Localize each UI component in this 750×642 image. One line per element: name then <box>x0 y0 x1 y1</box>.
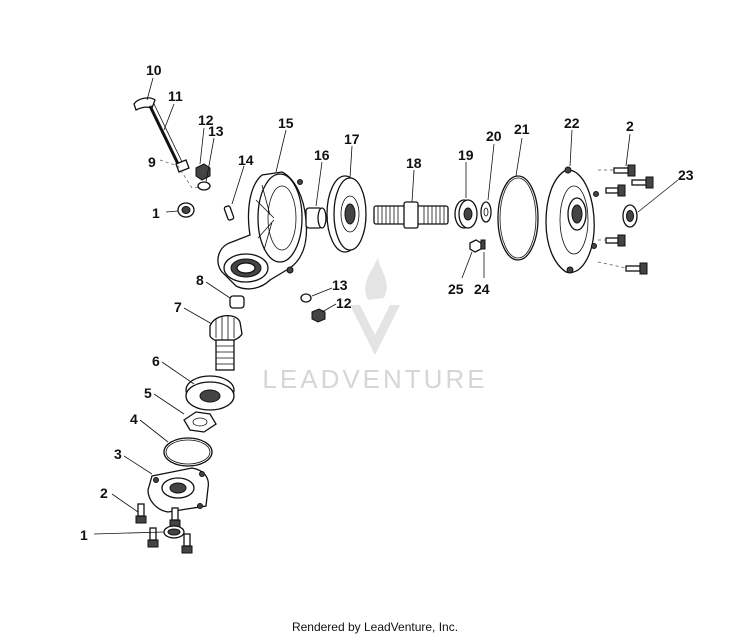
part-seal-upper <box>177 202 195 218</box>
callout-label: 16 <box>314 147 330 163</box>
callout-label: 24 <box>474 281 490 297</box>
callout-label: 2 <box>100 485 108 501</box>
callout-label: 13 <box>332 277 348 293</box>
callout-label: 12 <box>336 295 352 311</box>
callout-label: 6 <box>152 353 160 369</box>
part-drain-plug-top <box>195 163 211 191</box>
callout-label: 1 <box>80 527 88 543</box>
render-credit: Rendered by LeadVenture, Inc. <box>291 620 459 634</box>
callout-label: 4 <box>130 411 138 427</box>
callout-label: 15 <box>278 115 294 131</box>
callout-label: 25 <box>448 281 464 297</box>
part-o-ring-large <box>497 175 539 261</box>
part-small-pin <box>480 239 486 250</box>
callout-label: 21 <box>514 121 530 137</box>
part-dipstick <box>133 97 190 173</box>
callout-label: 12 <box>198 112 214 128</box>
part-drain-plug-middle <box>300 293 326 323</box>
callout-label: 7 <box>174 299 182 315</box>
part-side-cover <box>545 166 599 274</box>
callout-label: 13 <box>208 123 224 139</box>
watermark-logo: LEADVENTURE <box>262 258 487 394</box>
part-bearing-cup <box>229 295 245 309</box>
callout-label: 11 <box>168 88 183 104</box>
callout-label: 1 <box>152 205 160 221</box>
callout-label: 14 <box>238 152 254 168</box>
part-bearing-lower <box>185 375 235 411</box>
part-bushing <box>305 207 327 229</box>
part-splined-shaft <box>373 201 449 229</box>
part-seal-right <box>622 204 638 228</box>
part-bolts-bottom <box>135 503 193 554</box>
callout-label: 17 <box>344 131 360 147</box>
callout-label: 5 <box>144 385 152 401</box>
watermark-text: LEADVENTURE <box>262 364 487 394</box>
part-pinion-shaft <box>209 315 243 371</box>
callout-label: 19 <box>458 147 474 163</box>
callout-labels: 10 11 9 12 13 14 15 16 17 18 19 20 21 22… <box>80 62 694 543</box>
callout-label: 23 <box>678 167 694 183</box>
callout-label: 10 <box>146 62 162 78</box>
part-o-ring-small <box>163 437 213 467</box>
part-bolts-right <box>605 164 654 275</box>
part-small-plug <box>469 239 482 253</box>
callout-label: 18 <box>406 155 422 171</box>
part-bottom-cover <box>147 467 210 513</box>
part-thrust-washer <box>480 201 492 223</box>
part-worm-gear <box>326 175 367 253</box>
part-gear-housing <box>217 171 308 290</box>
part-bearing-right <box>454 199 478 229</box>
callout-label: 3 <box>114 446 122 462</box>
part-seal-lower <box>163 525 185 539</box>
callout-label: 22 <box>564 115 580 131</box>
callout-label: 9 <box>148 154 156 170</box>
callout-label: 2 <box>626 118 634 134</box>
part-dowel-pin <box>223 205 235 221</box>
callout-label: 8 <box>196 272 204 288</box>
part-lock-nut <box>183 411 217 433</box>
callout-label: 20 <box>486 128 502 144</box>
